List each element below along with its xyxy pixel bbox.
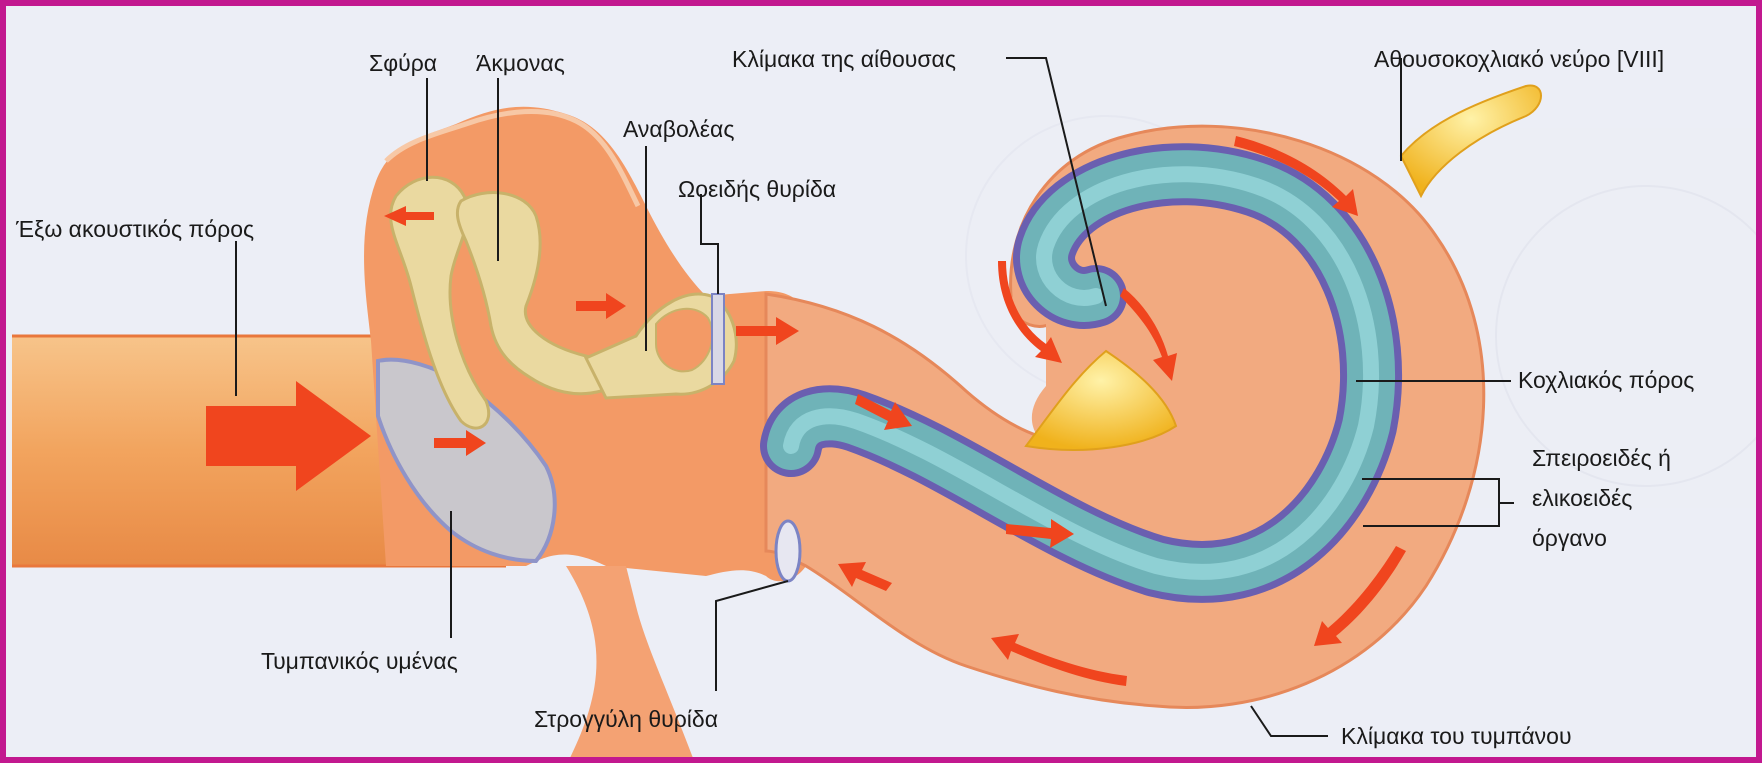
label-oval-window: Ωοειδής θυρίδα <box>678 176 836 203</box>
label-cochlear-duct: Κοχλιακός πόρος <box>1518 367 1694 394</box>
label-spiral-organ-line2: ελικοειδές <box>1532 478 1732 518</box>
label-outer-canal: Έξω ακουστικός πόρος <box>16 216 254 243</box>
label-hammer: Σφύρα <box>369 50 437 77</box>
label-spiral-organ-line1: Σπειροειδές ή <box>1532 438 1732 478</box>
label-spiral-organ-line3: όργανο <box>1532 518 1732 558</box>
label-vestibular-scale: Κλίμακα της αίθουσας <box>732 46 956 73</box>
round-window <box>776 521 800 581</box>
label-round-window: Στρογγύλη θυρίδα <box>534 706 718 733</box>
label-stirrup: Αναβολέας <box>623 116 734 143</box>
label-tympanic-membrane: Τυμπανικός υμένας <box>261 648 458 675</box>
label-vestibulocochlear-nerve: Αθουσοκοχλιακό νεύρο [VIII] <box>1374 46 1664 73</box>
label-anvil: Άκμονας <box>476 50 565 77</box>
label-spiral-organ: Σπειροειδές ή ελικοειδές όργανο <box>1532 438 1732 558</box>
label-tympanic-scale: Κλίμακα του τυμπάνου <box>1341 723 1572 750</box>
